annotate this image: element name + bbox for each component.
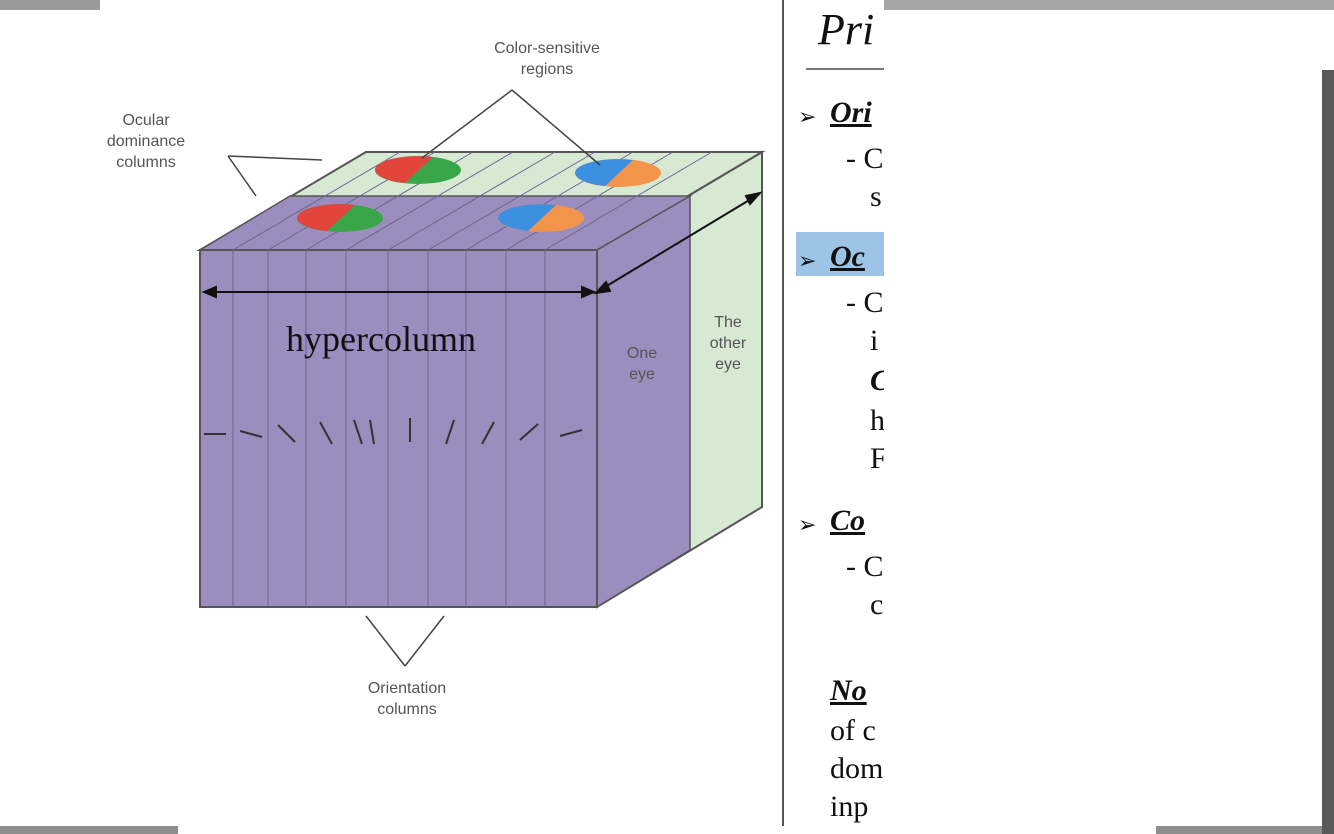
- note-line-3: inp: [830, 790, 869, 823]
- orientation-ticks: [204, 418, 583, 445]
- color-blob-front-left: [297, 204, 383, 232]
- annotation-pointers: [227, 89, 601, 667]
- one-eye-label: One eye: [626, 345, 658, 383]
- note-heading: No: [830, 674, 867, 707]
- note-line-1: of c: [830, 714, 876, 747]
- color-sensitive-label: Color-sensitive regions: [494, 40, 600, 78]
- bullet-marker-2: ➢: [798, 248, 817, 273]
- bullet-3-line-2: c: [870, 588, 884, 621]
- hypercolumn-label: hypercolumn: [286, 319, 476, 359]
- color-blob-front-right: [498, 204, 584, 232]
- front-column-lines: [232, 250, 546, 607]
- slide-title: Pri: [818, 5, 875, 54]
- note-line-2: dom: [830, 752, 884, 785]
- pane-divider: [782, 0, 784, 826]
- bullet-2-line-2: i: [870, 324, 879, 357]
- window-chrome-top-right: [884, 0, 1334, 10]
- scrollbar-track[interactable]: [1322, 70, 1334, 834]
- top-column-lines: [232, 151, 713, 251]
- hypercolumn-arrow: [201, 191, 763, 299]
- window-chrome-top-left: [0, 0, 100, 10]
- bullet-3-line-1: - C: [846, 550, 884, 583]
- cortex-cube-diagram: [196, 89, 766, 667]
- bullet-1-line-1: - C: [846, 142, 884, 175]
- other-eye-label: The other eye: [709, 314, 747, 373]
- bullet-1-line-2: s: [870, 180, 882, 213]
- selection-highlight: [796, 232, 884, 276]
- hypercolumn-figure: Color-sensitive regions Ocular dominance…: [100, 10, 780, 826]
- bullet-heading-1: Ori: [830, 96, 872, 129]
- slide-pane: Pri ➢ Ori - C s ➢ Oc - C i C h F ➢ Co - …: [784, 0, 884, 826]
- bullet-2-line-1: - C: [846, 286, 884, 319]
- bullet-heading-3: Co: [830, 504, 866, 537]
- window-chrome-bottom-right: [1156, 826, 1334, 834]
- front-face: [199, 249, 598, 608]
- bullet-marker-3: ➢: [798, 512, 817, 537]
- color-blob-back-left: [375, 156, 461, 184]
- orientation-columns-label: Orientation columns: [367, 680, 447, 718]
- bullet-heading-2: Oc: [830, 240, 865, 273]
- ocular-dominance-label: Ocular dominance columns: [106, 112, 186, 171]
- bullet-2-line-4: h: [870, 404, 884, 437]
- color-blob-back-right: [575, 159, 661, 187]
- window-chrome-bottom-left: [0, 826, 178, 834]
- side-face-one-eye: [596, 194, 691, 609]
- title-rule: [806, 68, 884, 70]
- bullet-marker-1: ➢: [798, 104, 817, 129]
- bullet-2-line-3: C: [870, 364, 884, 398]
- bullet-2-line-5: F: [870, 442, 884, 475]
- blank-overlay-pane: [884, 10, 1322, 826]
